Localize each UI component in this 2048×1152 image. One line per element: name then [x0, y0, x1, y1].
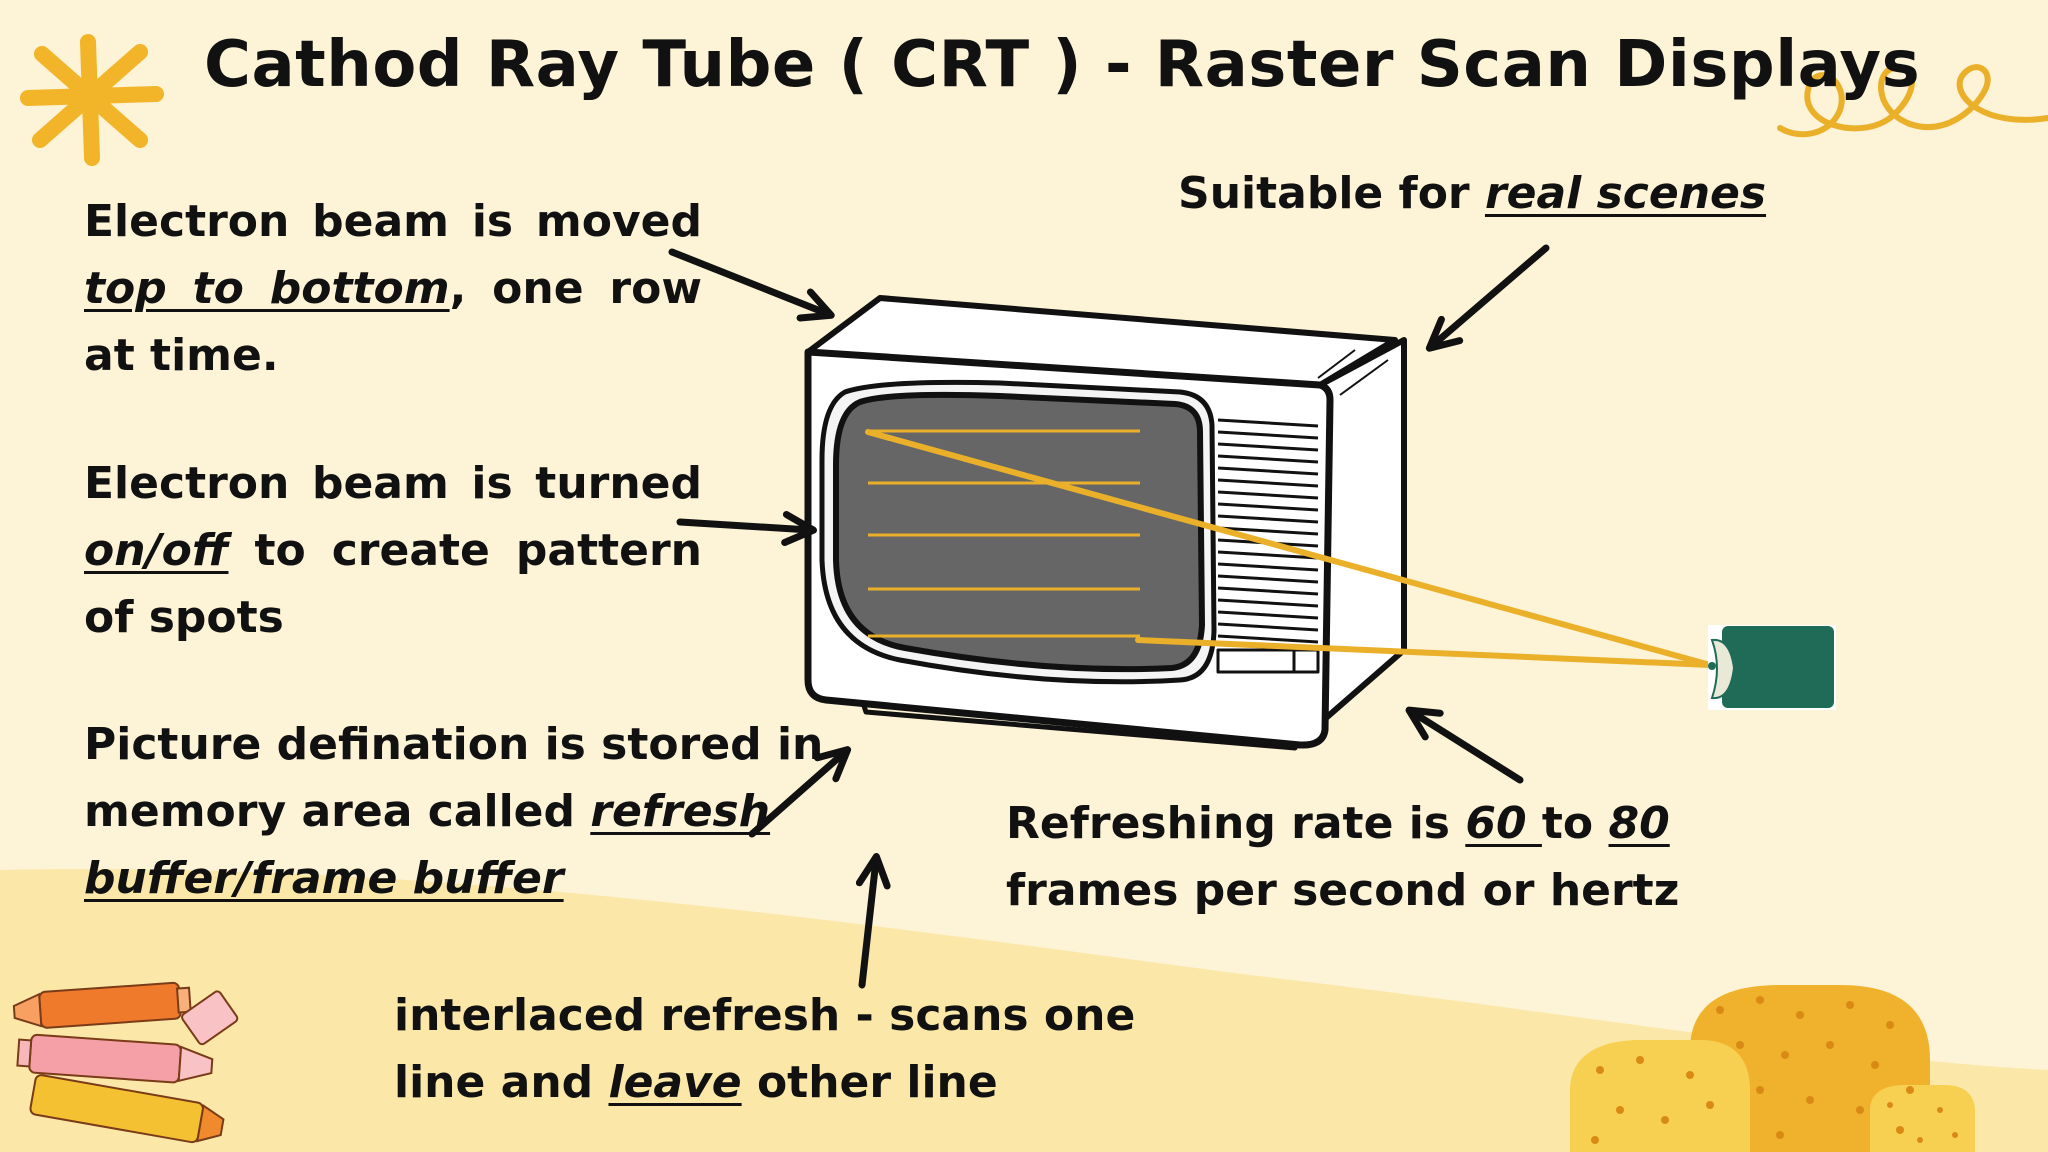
note-emphasis: refresh buffer/frame buffer [84, 786, 771, 904]
note-text: , one row at time. [84, 263, 702, 381]
note-emphasis: on/off [84, 525, 229, 576]
note-text: Refreshing rate is [1006, 798, 1466, 849]
note-text: line and [394, 1057, 609, 1108]
arrow-to-tv-base-right [1405, 706, 1524, 784]
note-real-scenes: Suitable for real scenes [1178, 160, 1766, 227]
arrow-to-tv-base-left [748, 746, 852, 838]
note-interlaced-refresh: interlaced refresh - scans one line and l… [394, 982, 1135, 1116]
note-text: frames per second or hertz [1006, 865, 1680, 916]
arrow-to-screen-left [676, 511, 817, 546]
note-beam-movement: Electron beam is moved top to bottom, on… [84, 188, 702, 389]
arrow-up-interlace [855, 853, 891, 989]
arrow-to-screen-top [668, 248, 835, 322]
note-text: Electron beam is moved [84, 196, 702, 247]
highlighter-markers-icon [12, 981, 239, 1144]
note-emphasis: top to bottom [84, 263, 450, 314]
page-title: Cathod Ray Tube ( CRT ) - Raster Scan Di… [204, 28, 1921, 102]
note-text: other line [741, 1057, 998, 1108]
note-refresh-buffer: Picture defination is stored in memory a… [84, 711, 824, 912]
electron-gun-icon [1708, 625, 1836, 710]
note-refresh-rate: Refreshing rate is 60 to 80 frames per se… [1006, 790, 1679, 924]
electron-beam [865, 429, 1713, 668]
note-text: Electron beam is turned [84, 458, 702, 509]
note-emphasis: 80 [1608, 798, 1670, 849]
crt-tv-icon [804, 295, 1407, 751]
note-text: Suitable for [1178, 168, 1485, 219]
note-text: interlaced refresh - scans one [394, 990, 1136, 1041]
annotation-arrows [668, 244, 1550, 989]
squiggle-icon [1777, 64, 2048, 138]
note-emphasis: leave [608, 1057, 742, 1108]
note-text: Picture defination is stored in memory a… [84, 719, 824, 837]
bubble-shapes-icon [1570, 985, 1975, 1152]
note-text: to [1541, 798, 1609, 849]
scan-lines [868, 429, 1140, 638]
note-text: to create pattern of spots [84, 525, 702, 643]
note-emphasis: real scenes [1484, 168, 1767, 219]
asterisk-icon [20, 34, 164, 166]
arrow-to-tv-top-right [1425, 244, 1550, 352]
note-emphasis: 60 [1465, 798, 1542, 849]
note-beam-on-off: Electron beam is turned on/off to create… [84, 450, 702, 651]
